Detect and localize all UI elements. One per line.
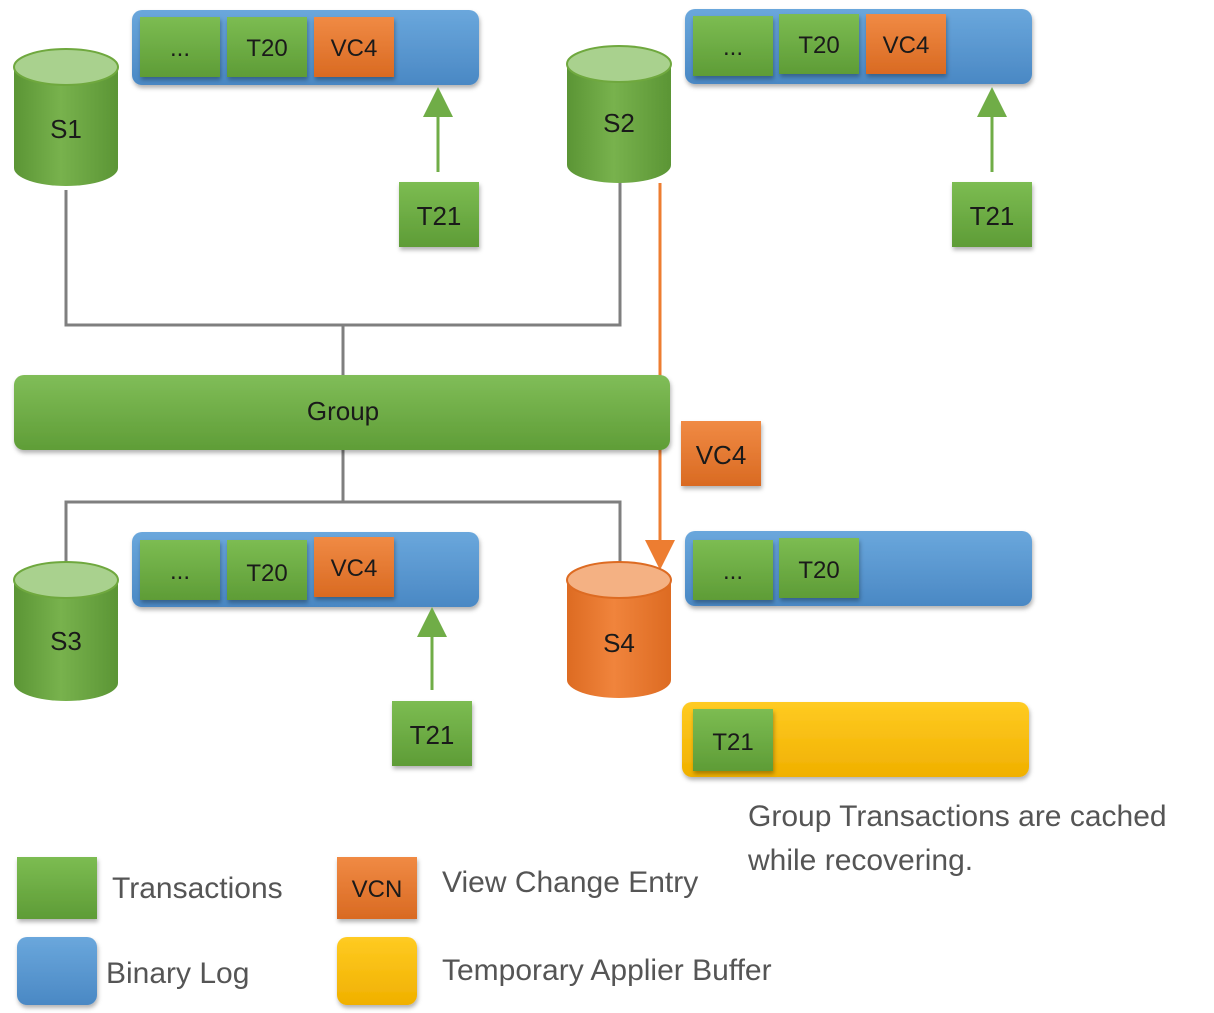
legend-transactions-label: Transactions bbox=[112, 872, 283, 905]
incoming-transaction-s3: T21 bbox=[392, 701, 472, 766]
server-s1-label: S1 bbox=[50, 114, 82, 144]
binlog-entry-label: T20 bbox=[246, 560, 287, 587]
view-change-message-label: VC4 bbox=[696, 440, 747, 470]
buffer-entry bbox=[693, 709, 773, 771]
binlog-entry-label: VC4 bbox=[331, 555, 378, 582]
binlog-entry bbox=[693, 16, 773, 76]
incoming-transaction-label: T21 bbox=[417, 201, 462, 231]
legend-view-change-label: View Change Entry bbox=[442, 866, 698, 899]
binlog-entry-label: ... bbox=[170, 558, 190, 585]
legend-swatch-applier-buffer bbox=[337, 937, 417, 1005]
binlog-entry-label: VC4 bbox=[331, 35, 378, 62]
server-s2-label: S2 bbox=[603, 108, 635, 138]
recovery-note: Group Transactions are cached while reco… bbox=[747, 800, 1167, 877]
legend-swatch-view-change bbox=[337, 857, 417, 919]
buffer-entry-label: T21 bbox=[712, 729, 753, 756]
legend-applier-buffer-label: Temporary Applier Buffer bbox=[442, 954, 772, 987]
binlog-s3: ... T20 VC4 bbox=[132, 532, 479, 607]
server-s4-label: S4 bbox=[603, 628, 635, 658]
group-bar: Group bbox=[14, 375, 670, 450]
binlog-entry bbox=[140, 540, 220, 600]
legend-swatch-transactions bbox=[17, 857, 97, 919]
bottom-connector bbox=[64, 500, 622, 568]
incoming-transaction-label: T21 bbox=[970, 201, 1015, 231]
server-s1: S1 bbox=[13, 48, 119, 186]
binlog-entry-label: ... bbox=[723, 558, 743, 585]
incoming-transaction-s1: T21 bbox=[399, 182, 479, 247]
binlog-entry bbox=[227, 540, 307, 600]
binlog-entry-view-change bbox=[314, 537, 394, 597]
server-s4: S4 bbox=[566, 561, 672, 698]
binlog-entry-view-change bbox=[866, 14, 946, 74]
binlog-entry-label: T20 bbox=[246, 35, 287, 62]
binlog-entry bbox=[779, 14, 859, 74]
view-change-message: VC4 bbox=[681, 421, 761, 486]
binlog-entry-label: ... bbox=[723, 34, 743, 61]
binlog-entry-label: T20 bbox=[798, 557, 839, 584]
binlog-entry-label: T20 bbox=[798, 32, 839, 59]
recovery-note-line1: Group Transactions are cached bbox=[748, 800, 1167, 833]
binlog-entry bbox=[693, 540, 773, 600]
recovery-note-line2: while recovering. bbox=[747, 844, 973, 877]
group-label: Group bbox=[307, 396, 379, 426]
binlog-entry-label: VC4 bbox=[883, 32, 930, 59]
server-s3: S3 bbox=[13, 561, 119, 701]
legend: Transactions VCN View Change Entry Binar… bbox=[17, 857, 772, 1005]
legend-swatch-binary-log bbox=[17, 937, 97, 1005]
binlog-entry-view-change bbox=[314, 17, 394, 77]
connector-lines bbox=[64, 180, 622, 568]
binlog-entry bbox=[779, 538, 859, 598]
applier-buffer: T21 bbox=[682, 702, 1029, 777]
incoming-transaction-s2: T21 bbox=[952, 182, 1032, 247]
legend-binary-log-label: Binary Log bbox=[106, 957, 249, 990]
incoming-transaction-label: T21 bbox=[410, 720, 455, 750]
binlog-s2: ... T20 VC4 bbox=[685, 9, 1032, 84]
top-connector bbox=[64, 180, 622, 327]
binlog-entry-label: ... bbox=[170, 35, 190, 62]
server-s2: S2 bbox=[566, 45, 672, 183]
legend-vcn-swatch-label: VCN bbox=[352, 876, 403, 903]
binlog-s4: ... T20 bbox=[685, 531, 1032, 606]
binlog-entry bbox=[140, 17, 220, 77]
binlog-s1: ... T20 VC4 bbox=[132, 10, 479, 85]
server-s3-label: S3 bbox=[50, 626, 82, 656]
binlog-entry bbox=[227, 17, 307, 77]
